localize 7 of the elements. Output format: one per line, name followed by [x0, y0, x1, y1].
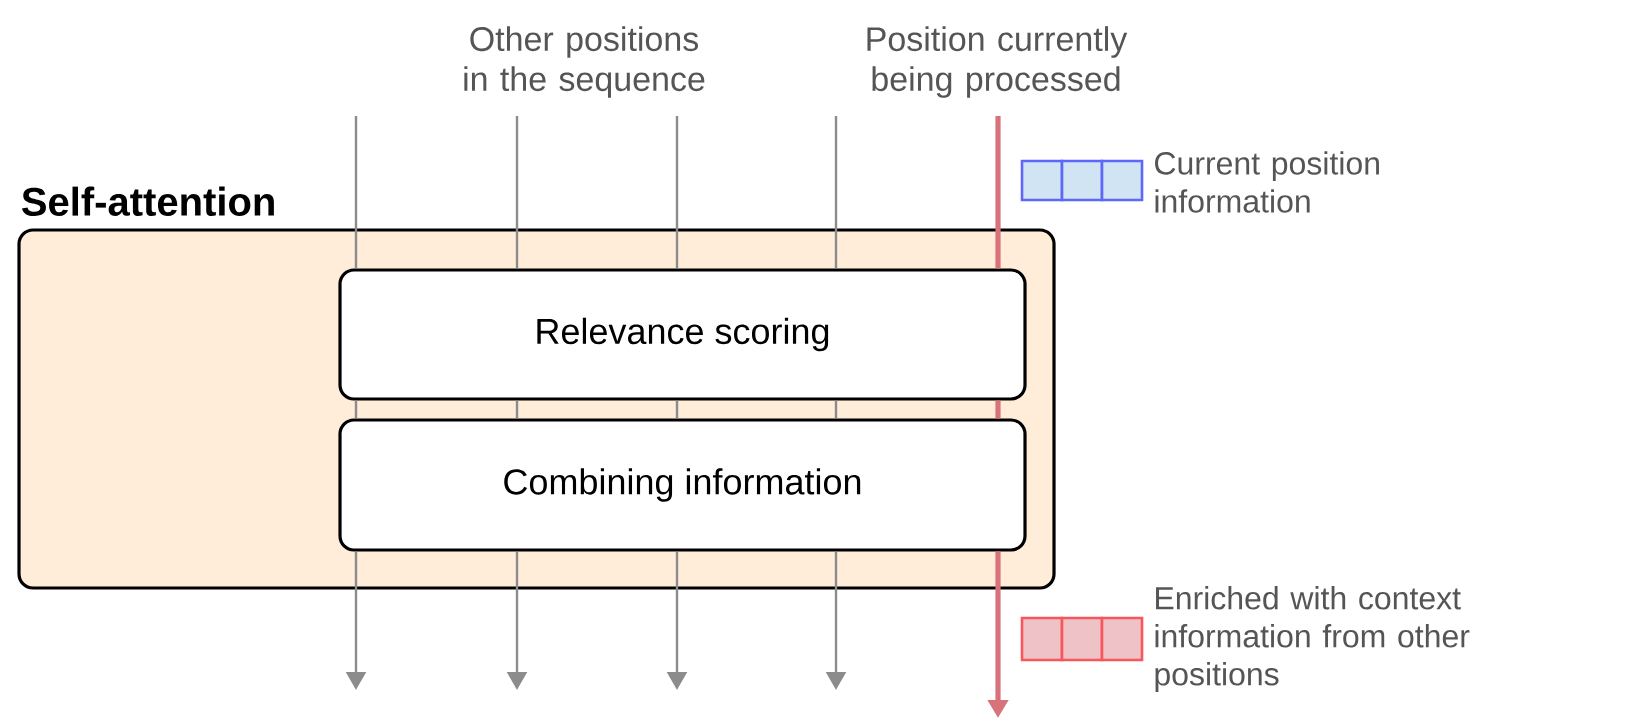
column-label: Other positions in the sequence — [464, 26, 705, 98]
process-box: Combining information — [338, 418, 1027, 552]
panel-heading: Self-attention — [21, 186, 274, 216]
legend-text: Current position information — [1155, 151, 1379, 213]
legend-text: Enriched with context information from other positions — [1155, 586, 1470, 692]
column-label: Position currently being processed — [867, 26, 1128, 98]
process-box: Relevance scoring — [338, 268, 1027, 401]
